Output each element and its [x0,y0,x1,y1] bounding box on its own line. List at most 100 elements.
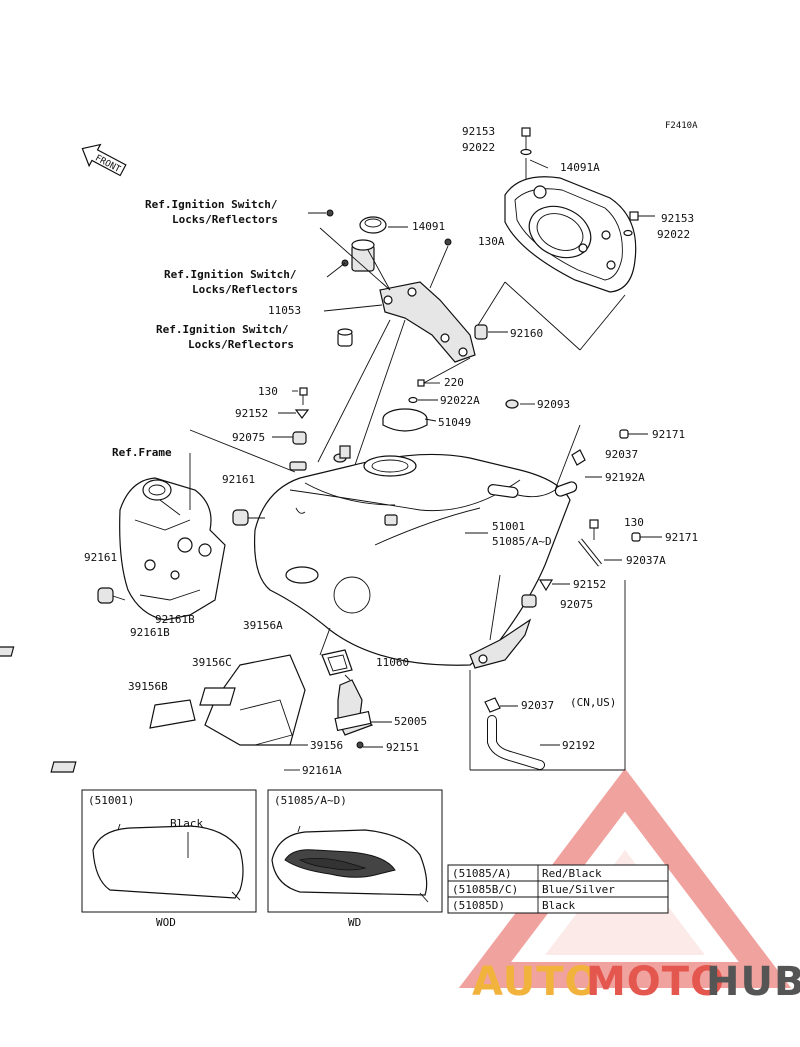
clamp-92037-a [571,449,586,466]
label-92171-a: 92171 [652,428,685,441]
hose-92192 [487,715,545,770]
ignition-switch [341,239,375,272]
clip-92171-a [619,429,629,439]
color-table-color: Blue/Silver [542,883,615,896]
lock-reflector-3 [337,328,353,347]
washer-92152-right [538,579,554,592]
label-92093: 92093 [537,398,570,411]
ref-ignition-2-line1: Ref.Ignition Switch/ [164,268,297,281]
label-130A: 130A [478,235,505,248]
pad-39156B [149,699,196,729]
color-table-color: Black [542,899,575,912]
label-92151: 92151 [386,741,419,754]
bolt-130-left [299,387,308,405]
inset-right-variant: WD [348,916,361,929]
ref-ignition-2-line2: Locks/Reflectors [192,283,298,296]
color-table-code: (51085/A) [452,867,512,880]
bolt-92153-right [623,211,655,237]
clamp-92037-b [484,697,501,713]
label-92192: 92192 [562,739,595,752]
washer-92152-left [294,409,310,419]
ref-ignition-1-line1: Ref.Ignition Switch/ [145,198,278,211]
label-130-left: 130 [258,385,278,398]
damper-92161-b [97,587,114,604]
label-92037-a: 92037 [605,448,638,461]
label-92022A: 92022A [440,394,480,407]
damper-92075-left [292,431,307,445]
small-screw [326,209,334,217]
label-92161B-1: 92161B [155,613,195,626]
color-table-code: (51085D) [452,899,505,912]
label-92192A: 92192A [605,471,645,484]
label-92152-right: 92152 [573,578,606,591]
ref-ignition-1-line2: Locks/Reflectors [172,213,278,226]
color-table-code: (51085B/C) [452,883,518,896]
inset-51085: (51085/A~D) [267,789,443,913]
color-table [447,864,669,914]
fuel-pump-gasket [321,649,353,676]
label-92153-right: 92153 [661,212,694,225]
label-92075-right: 92075 [560,598,593,611]
tank-cover-14091A [504,176,637,293]
label-92161-a: 92161 [222,473,255,486]
label-92153-top: 92153 [462,125,495,138]
label-92171-b: 92171 [665,531,698,544]
watermark-part1: AUTO [472,959,600,1005]
label-39156C: 39156C [192,656,232,669]
label-11060: 11060 [376,656,409,669]
pad-92161B-1 [0,646,15,657]
bolt-92153-top [520,127,532,156]
label-51049: 51049 [438,416,471,429]
pad-39156 [204,654,306,746]
inset-left-color: Black [170,817,203,830]
clip-92171-b [631,532,641,542]
label-92161B-2: 92161B [130,626,170,639]
label-52005: 52005 [394,715,427,728]
bushing-92160 [474,324,488,340]
label-92037A: 92037A [626,554,666,567]
label-130-right: 130 [624,516,644,529]
watermark-part2: MOTO [586,959,725,1005]
label-220: 220 [444,376,464,389]
label-92037-note: (CN,US) [570,696,616,709]
front-arrow-icon: FRONT [81,143,127,177]
bracket-small-left [289,461,307,471]
label-14091A: 14091A [560,161,600,174]
label-51001: 51001 [492,520,525,533]
bracket-11053 [379,281,476,363]
fuel-tank-51001 [253,445,571,666]
watermark-text: AUTO MOTO HUB [472,959,800,1005]
frame-section [119,477,226,621]
fuel-pump-52005 [334,679,374,736]
label-39156: 39156 [310,739,343,752]
pad-92161A [50,761,77,773]
label-39156A: 39156A [243,619,283,632]
label-92022-top: 92022 [462,141,495,154]
cap-51049 [382,408,428,432]
label-92037-b: 92037 [521,699,554,712]
inset-51001: (51001) Black [81,789,257,913]
diagram-code: F2410A [665,121,698,131]
label-14091: 14091 [412,220,445,233]
ref-frame: Ref.Frame [112,446,172,459]
bolt-220 [417,379,440,387]
washer-92022A [408,396,418,404]
label-51085: 51085/A~D [492,535,552,548]
damper-92161-a [232,509,249,526]
pad-39156C [199,687,236,706]
damper-92075-right [521,594,537,608]
label-92075-left: 92075 [232,431,265,444]
ignition-cap-14091 [359,216,387,234]
label-92160: 92160 [510,327,543,340]
bolt-130-right [589,519,599,540]
cap-92093 [505,399,519,409]
ref-ignition-3-line1: Ref.Ignition Switch/ [156,323,289,336]
inset-left-title: (51001) [88,794,134,807]
inset-right-title: (51085/A~D) [274,794,347,807]
label-39156B: 39156B [128,680,168,693]
ref-ignition-3-line2: Locks/Reflectors [188,338,294,351]
hose-92192A [487,481,578,498]
label-92152-left: 92152 [235,407,268,420]
